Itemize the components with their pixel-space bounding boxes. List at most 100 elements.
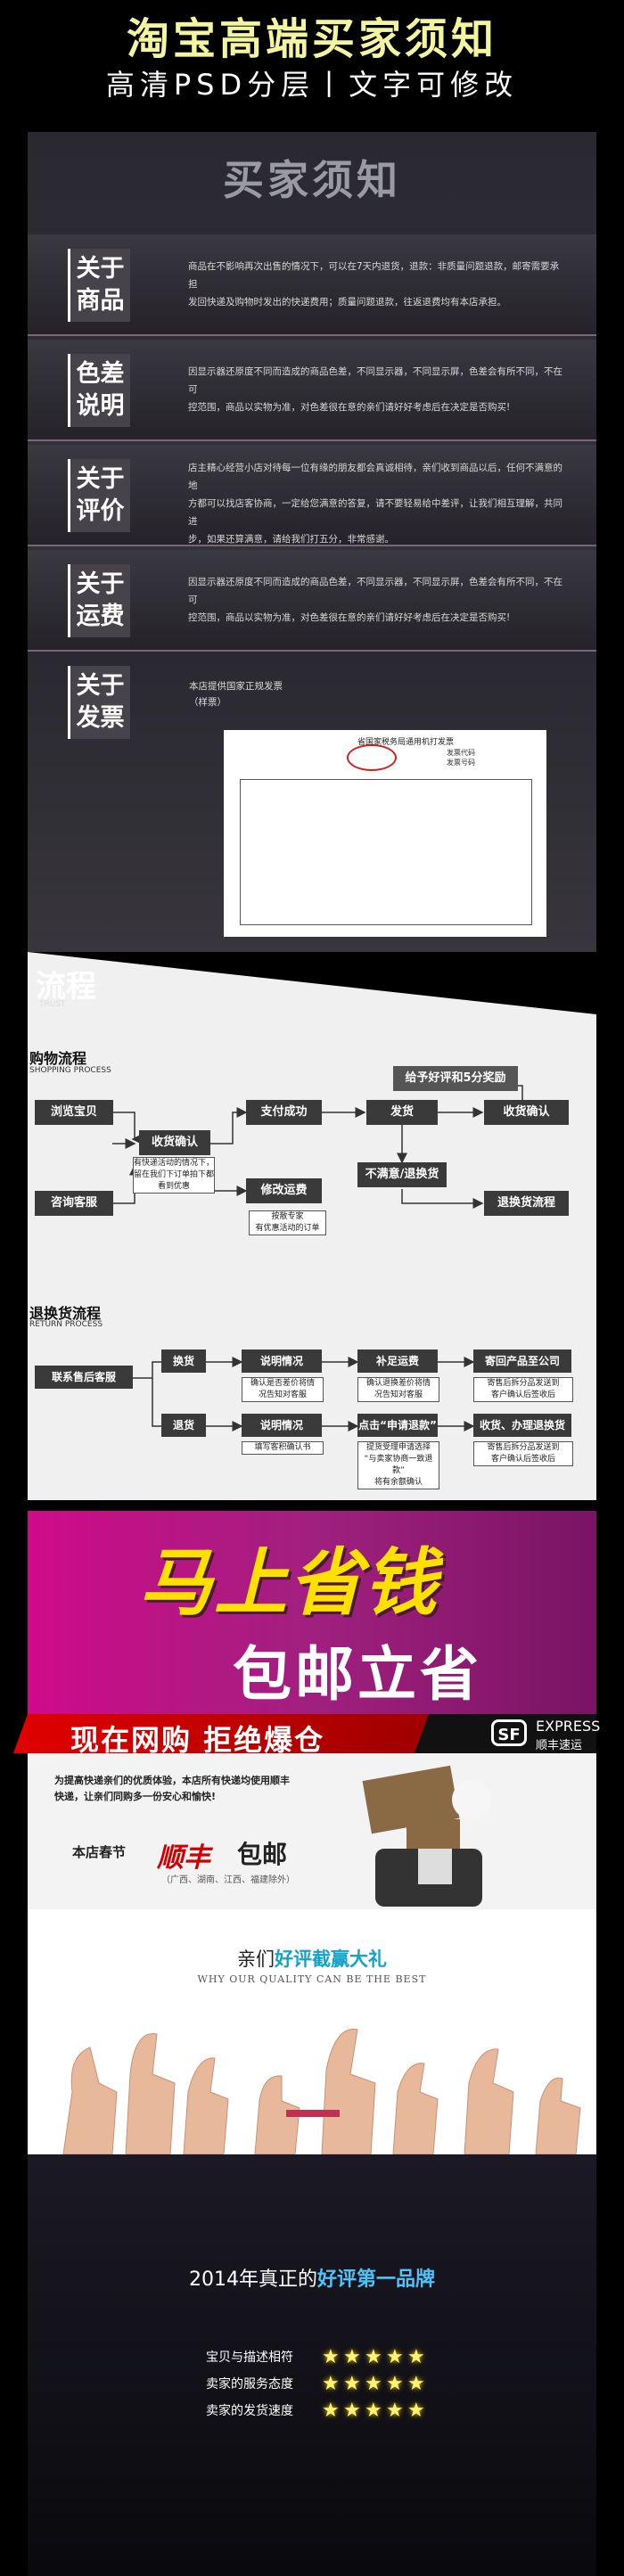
box-reward: 给予好评和5分奖励 <box>393 1066 518 1091</box>
note-line: 按散专家 <box>271 1212 304 1221</box>
text-line: 方都可以找店客协商，一定给您满意的答复，请不要轻易给中差评，让我们相互理解，共同… <box>188 498 562 527</box>
good-review-section: 亲们好评截赢大礼 WHY OUR QUALITY CAN BE THE BEST <box>28 1909 596 2154</box>
section-text: 本店提供国家正规发票 （样票） <box>189 678 283 710</box>
invoice-frame <box>240 779 532 925</box>
flow-header-band <box>28 952 596 1014</box>
title-highlight: 好评第一品牌 <box>316 2268 435 2291</box>
section-label: 色差说明 <box>68 354 130 427</box>
star-icon: ★ <box>407 2400 425 2422</box>
courier-section: 为提高快递亲们的优质体验，本店所有快递均使用顺丰快递，让亲们同购多一份安心和愉快… <box>28 1753 596 1909</box>
note-line: 有优惠活动的订单 <box>255 1224 320 1233</box>
invoice-head: 省国家税务局通用机打发票 <box>357 738 455 747</box>
note-f: 寄售后拆分品发送到 客户确认后签收后 <box>473 1441 573 1466</box>
text-line: 步，如果还算满意，请给我们打五分，非常感谢。 <box>188 534 394 545</box>
text-line: 店主精心经营小店对待每一位有缘的朋友都会真诚相待，亲们收到商品以后，任何不满意的… <box>188 463 562 491</box>
star-icon: ★ <box>343 2400 361 2422</box>
exclude-regions: （广西、湖南、江西、福建除外） <box>161 1875 295 1885</box>
section-text: 店主精心经营小店对待每一位有缘的朋友都会真诚相待，亲们收到商品以后，任何不满意的… <box>188 459 562 548</box>
title-pre: 2014年真正的 <box>188 2268 317 2291</box>
star-icon: ★ <box>386 2373 404 2395</box>
note-line: 看到优惠 <box>157 1182 190 1191</box>
note-e: 提货受理申请选择 “与卖家协商一致退款” 将有余额确认 <box>357 1441 439 1489</box>
section-label: 关于发票 <box>68 666 130 739</box>
sf-cn-label: 顺丰速运 <box>536 1739 583 1752</box>
box-refund: 退货 <box>161 1414 206 1437</box>
process-panel: 流程 TRUST <box>28 952 596 1500</box>
box-apply-refund: 点击“申请退款” <box>357 1414 438 1437</box>
shopping-subtitle: SHOPPING PROCESS <box>29 1066 111 1075</box>
star-icon: ★ <box>322 2400 340 2422</box>
star-icon: ★ <box>365 2346 382 2368</box>
flow-subtitle: TRUST <box>39 1000 66 1009</box>
sf-logo-icon: SF <box>491 1719 527 1746</box>
promo-line1: 马上省钱 <box>139 1541 439 1626</box>
rating-title: 2014年真正的好评第一品牌 <box>28 2263 596 2292</box>
invoice-stamp-icon <box>347 744 397 771</box>
bracelet <box>286 2110 340 2117</box>
rating-label: 卖家的发货速度 <box>206 2404 293 2418</box>
star-group: ★★★★★ <box>322 2400 429 2422</box>
text-line: 因显示器还原度不同而造成的商品色差，不同显示器，不同显示屏，色差会有所不同，不在… <box>188 366 562 395</box>
note-discount: 有快递活动的情况下， 留在我们下订单拍下都 看到优惠 <box>133 1157 215 1194</box>
box-exchange: 换货 <box>161 1350 206 1373</box>
note-b: 确认退换差价将情 况告知对客服 <box>357 1377 439 1402</box>
text-line: 本店提供国家正规发票 <box>189 681 283 692</box>
section-shipping: 关于运费 因显示器还原度不同而造成的商品色差，不同显示器，不同显示屏，色差会有所… <box>28 550 596 652</box>
promo-line2: 包邮立省 <box>233 1640 482 1709</box>
note-line: 留在我们下订单拍下都 <box>134 1170 215 1179</box>
buyer-notice-panel: 买家须知 关于商品 商品在不影响再次出售的情况下，可以在7天内退货，退款：非质量… <box>28 132 596 952</box>
star-icon: ★ <box>386 2346 404 2368</box>
note-a: 确认是否差价将情 况告知对客服 <box>242 1377 324 1402</box>
star-icon: ★ <box>407 2373 425 2395</box>
box-browse: 浏览宝贝 <box>35 1100 113 1125</box>
note-line: 填写客积确认书 <box>254 1443 311 1452</box>
section-review: 关于评价 店主精心经营小店对待每一位有缘的朋友都会真诚相待，亲们收到商品以后，任… <box>28 445 596 546</box>
note-line: 客户确认后签收后 <box>490 1455 555 1464</box>
courier-desc: 为提高快递亲们的优质体验，本店所有快递均使用顺丰快递，让亲们同购多一份安心和愉快… <box>54 1775 290 1802</box>
returns-subtitle: RETURN PROCESS <box>29 1320 103 1329</box>
shopping-title: 购物流程 <box>29 1050 87 1067</box>
note-line: 有快递活动的情况下， <box>134 1159 215 1168</box>
flow-arrows <box>112 1080 523 1432</box>
section-text: 因显示器还原度不同而造成的商品色差，不同显示器，不同显示屏，色差会有所不同，不在… <box>188 573 562 627</box>
sample-invoice-image: 省国家税务局通用机打发票 发票代码 发票号码 <box>224 730 546 937</box>
section-label: 关于评价 <box>68 459 130 532</box>
note-line: 况告知对客服 <box>258 1391 307 1399</box>
box-ship: 发货 <box>366 1100 438 1125</box>
heading-highlight: 好评截赢大礼 <box>275 1948 387 1970</box>
rating-label: 卖家的服务态度 <box>206 2377 293 2391</box>
star-icon: ★ <box>343 2346 361 2368</box>
thumbs-subheading: WHY OUR QUALITY CAN BE THE BEST <box>197 1973 427 1985</box>
box-explain-refund: 说明情况 <box>242 1414 322 1437</box>
note-modify: 按散专家 有优惠活动的订单 <box>249 1210 326 1235</box>
text-line: 发回快递及购物时发出的快递费用；质量问题退款，往返退费均有本店承担。 <box>188 297 506 308</box>
invoice-code: 发票代码 <box>447 749 475 757</box>
star-group: ★★★★★ <box>322 2346 429 2368</box>
note-d: 填写客积确认书 <box>242 1441 324 1455</box>
rating-section: 2014年真正的好评第一品牌 宝贝与描述相符 ★★★★★ 卖家的服务态度 ★★★… <box>28 2154 596 2576</box>
note-line: 将有余额确认 <box>374 1478 423 1487</box>
star-icon: ★ <box>322 2373 340 2395</box>
header-title: 淘宝高端买家须知 <box>126 14 497 64</box>
star-group: ★★★★★ <box>322 2373 429 2395</box>
invoice-number: 发票号码 <box>447 759 475 767</box>
star-icon: ★ <box>407 2346 425 2368</box>
returns-title: 退换货流程 <box>29 1305 102 1322</box>
note-line: 况告知对客服 <box>374 1391 423 1399</box>
note-line: 寄售后拆分品发送到 <box>487 1379 560 1388</box>
box-explain: 说明情况 <box>242 1350 322 1373</box>
section-product: 关于商品 商品在不影响再次出售的情况下，可以在7天内退货，退款：非质量问题退款，… <box>28 234 596 336</box>
sf-brand: 顺丰 <box>157 1842 210 1874</box>
invoice-numbers: 发票代码 发票号码 <box>447 748 475 767</box>
star-icon: ★ <box>365 2373 382 2395</box>
sf-express-label: EXPRESS <box>536 1718 601 1735</box>
text-line: 因显示器还原度不同而造成的商品色差，不同显示器，不同显示屏，色差会有所不同，不在… <box>188 577 562 605</box>
band-text: 现在网购 拒绝爆仓 <box>70 1723 325 1757</box>
box-unhappy: 不满意/退换货 <box>357 1162 447 1187</box>
notice-title: 买家须知 <box>223 156 401 204</box>
note-line: 提货受理申请选择 <box>365 1443 431 1452</box>
box-confirm-order: 收货确认 <box>139 1130 210 1155</box>
heading-pre: 亲们 <box>237 1948 275 1970</box>
box-consult: 咨询客服 <box>35 1191 113 1216</box>
note-line: 寄售后拆分品发送到 <box>487 1443 560 1452</box>
